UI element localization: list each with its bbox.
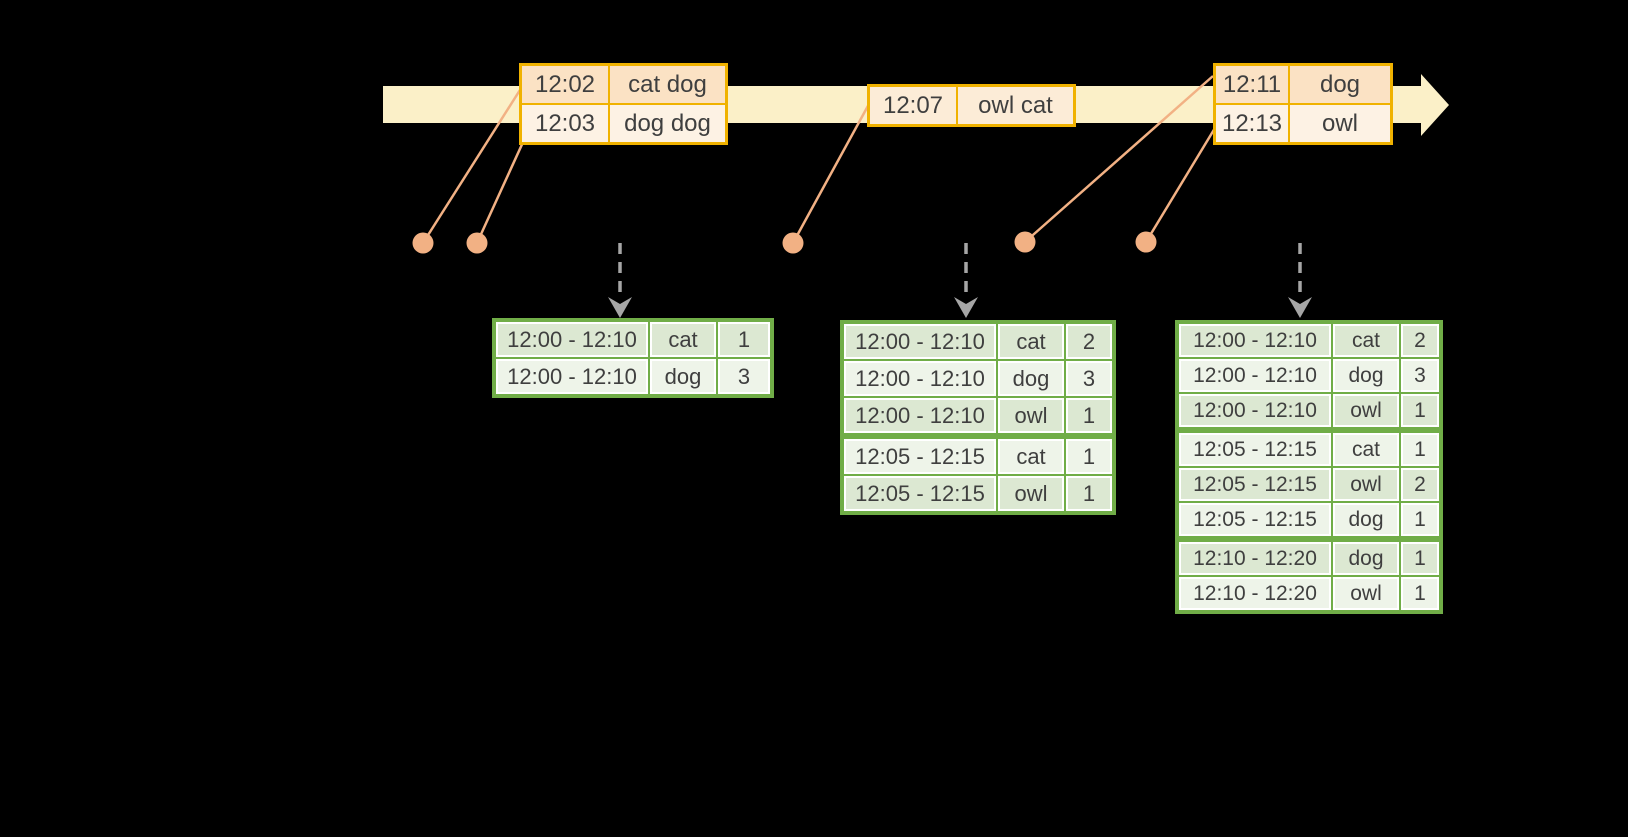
window-cell: 12:00 - 12:10 [493,319,650,359]
count-cell: 1 [716,319,773,359]
window-cell: 12:05 - 12:15 [841,433,998,476]
event-connector-line [1144,127,1217,243]
trigger-arrowhead-icon [1288,297,1312,318]
window-cell: 12:05 - 12:15 [1176,466,1333,503]
window-cell: 12:00 - 12:10 [841,359,998,398]
event-dot [782,232,804,254]
window-cell: 12:10 - 12:20 [1176,536,1333,577]
word-cell: cat [1331,427,1401,468]
count-cell: 1 [1399,536,1442,577]
word-cell: dog [1331,501,1401,540]
result-row: 12:00 - 12:10 dog 3 [1176,357,1442,394]
result-row: 12:00 - 12:10 owl 1 [1176,392,1442,431]
event-time-cell: 12:03 [519,103,610,145]
window-cell: 12:00 - 12:10 [841,321,998,361]
result-table-3: 12:00 - 12:10 cat 2 12:00 - 12:10 dog 3 … [1175,320,1443,614]
event-connector-line [421,89,522,244]
window-cell: 12:00 - 12:10 [1176,357,1333,394]
event-connector-line [1024,75,1214,243]
count-cell: 2 [1399,466,1442,503]
window-cell: 12:05 - 12:15 [1176,427,1333,468]
window-cell: 12:05 - 12:15 [1176,501,1333,540]
event-time-cell: 12:11 [1213,63,1290,105]
window-cell: 12:00 - 12:10 [493,357,650,397]
event-connector-line [791,103,871,244]
timeline-arrowhead-icon [1421,74,1449,136]
trigger-arrowhead-icon [954,297,978,318]
count-cell: 1 [1064,396,1115,437]
event-table-1: 12:02 cat dog 12:03 dog dog [519,63,728,145]
result-row: 12:05 - 12:15 cat 1 [1176,427,1442,468]
result-row: 12:10 - 12:20 owl 1 [1176,575,1442,613]
event-words-cell: dog [1288,63,1393,105]
result-row: 12:10 - 12:20 dog 1 [1176,536,1442,577]
event-connector-line [475,139,526,244]
word-cell: cat [996,433,1066,476]
word-cell: cat [1331,321,1401,359]
event-row: 12:13 owl [1213,103,1393,145]
event-words-cell: cat dog [608,63,728,105]
result-row: 12:00 - 12:10 dog 3 [493,357,773,397]
result-row: 12:00 - 12:10 cat 1 [493,319,773,359]
event-words-cell: dog dog [608,103,728,145]
event-table-3: 12:11 dog 12:13 owl [1213,63,1393,145]
event-table-2: 12:07 owl cat [867,84,1076,127]
result-row: 12:00 - 12:10 owl 1 [841,396,1115,437]
event-time-cell: 12:07 [867,84,958,127]
event-time-cell: 12:13 [1213,103,1290,145]
event-dot [1135,231,1157,253]
count-cell: 1 [1399,575,1442,613]
result-table-2: 12:00 - 12:10 cat 2 12:00 - 12:10 dog 3 … [840,320,1116,515]
word-cell: dog [1331,357,1401,394]
event-row: 12:07 owl cat [867,84,1076,127]
event-row: 12:11 dog [1213,63,1393,105]
word-cell: owl [996,474,1066,514]
result-table-1: 12:00 - 12:10 cat 1 12:00 - 12:10 dog 3 [492,318,774,398]
event-words-cell: owl [1288,103,1393,145]
result-row: 12:05 - 12:15 owl 1 [841,474,1115,514]
event-words-cell: owl cat [956,84,1076,127]
result-row: 12:05 - 12:15 cat 1 [841,433,1115,476]
count-cell: 1 [1064,474,1115,514]
result-row: 12:00 - 12:10 dog 3 [841,359,1115,398]
count-cell: 2 [1399,321,1442,359]
event-dot [466,232,488,254]
count-cell: 3 [1399,357,1442,394]
window-cell: 12:10 - 12:20 [1176,575,1333,613]
count-cell: 1 [1064,433,1115,476]
count-cell: 3 [1064,359,1115,398]
word-cell: owl [1331,466,1401,503]
window-cell: 12:00 - 12:10 [1176,392,1333,431]
window-cell: 12:00 - 12:10 [1176,321,1333,359]
word-cell: cat [648,319,718,359]
result-row: 12:05 - 12:15 dog 1 [1176,501,1442,540]
count-cell: 1 [1399,392,1442,431]
result-row: 12:00 - 12:10 cat 2 [1176,321,1442,359]
count-cell: 2 [1064,321,1115,361]
event-row: 12:03 dog dog [519,103,728,145]
count-cell: 1 [1399,501,1442,540]
event-time-cell: 12:02 [519,63,610,105]
count-cell: 1 [1399,427,1442,468]
word-cell: owl [996,396,1066,437]
event-dot [1014,231,1036,253]
word-cell: dog [648,357,718,397]
result-row: 12:00 - 12:10 cat 2 [841,321,1115,361]
trigger-arrowhead-icon [608,297,632,318]
word-cell: cat [996,321,1066,361]
event-dot [412,232,434,254]
event-row: 12:02 cat dog [519,63,728,105]
window-cell: 12:05 - 12:15 [841,474,998,514]
window-cell: 12:00 - 12:10 [841,396,998,437]
word-cell: owl [1331,392,1401,431]
count-cell: 3 [716,357,773,397]
word-cell: owl [1331,575,1401,613]
word-cell: dog [996,359,1066,398]
result-row: 12:05 - 12:15 owl 2 [1176,466,1442,503]
word-cell: dog [1331,536,1401,577]
